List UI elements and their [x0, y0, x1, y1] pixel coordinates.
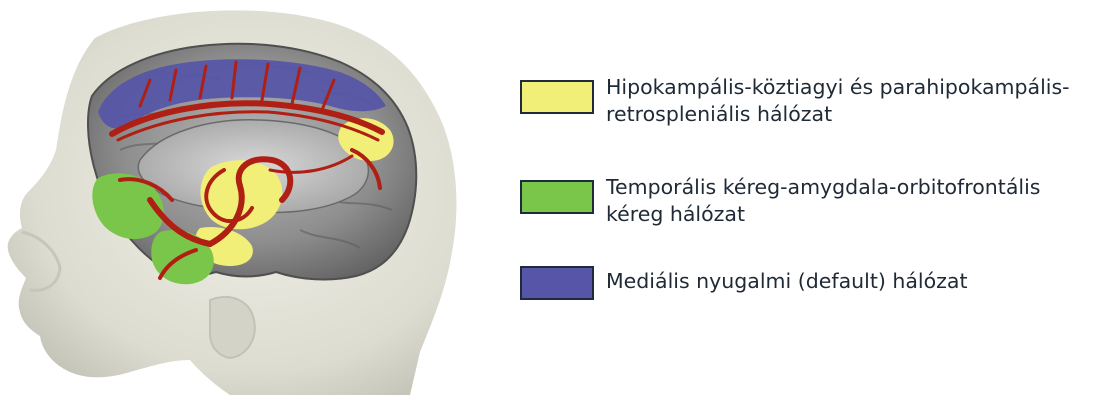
legend-label-blue: Mediális nyugalmi (default) hálózat — [606, 268, 1086, 295]
legend-label-yellow: Hipokampális-köztiagyi és parahipokampál… — [606, 74, 1086, 128]
legend-label-green: Temporális kéreg-amygdala-orbitofrontáli… — [606, 174, 1086, 228]
head-brain-tractography-icon — [0, 0, 500, 395]
legend-swatch-green — [520, 180, 594, 214]
ear-shape — [210, 297, 255, 358]
legend-swatch-yellow — [520, 80, 594, 114]
legend-swatch-blue — [520, 266, 594, 300]
